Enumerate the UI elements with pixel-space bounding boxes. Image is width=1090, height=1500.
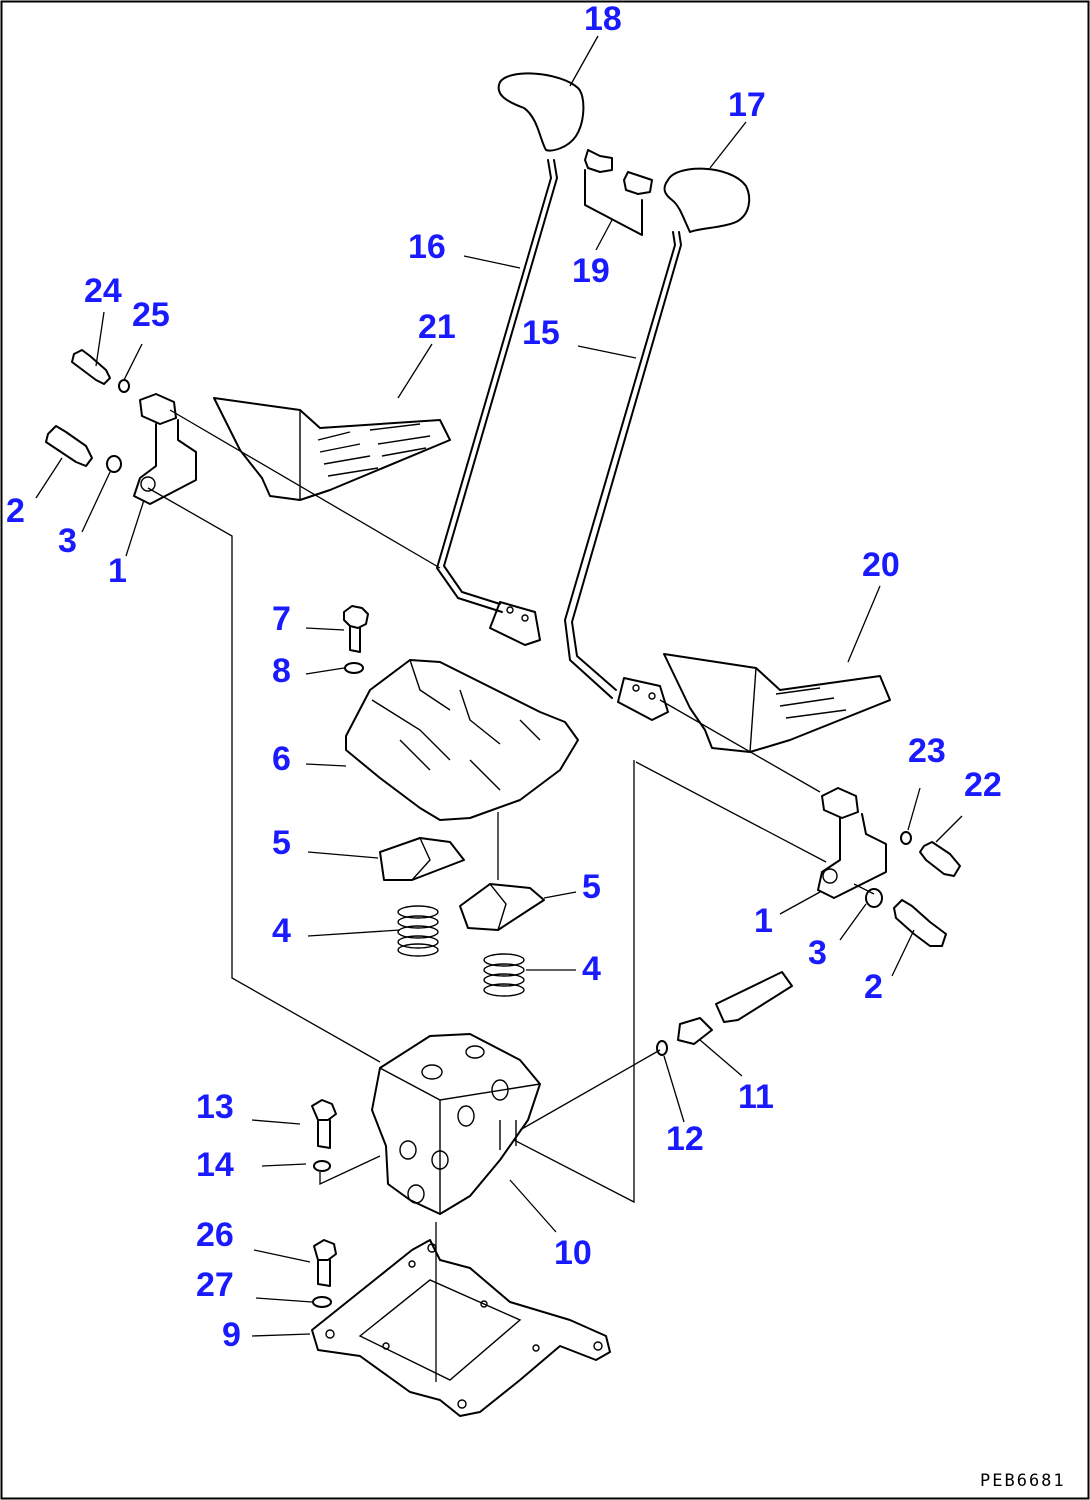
label-4-left: 4 [272,912,291,950]
washer-25 [118,379,130,393]
label-8: 8 [272,652,291,690]
label-12: 12 [666,1120,704,1158]
washer-3-right [865,888,883,908]
washer-8 [344,662,364,674]
label-4-right: 4 [582,950,601,988]
label-2-left: 2 [6,492,25,530]
bolt-2-right [893,899,947,947]
plate-9 [311,1239,611,1417]
lever-rod-15 [564,231,682,699]
shaft-11 [677,971,793,1045]
label-24: 24 [84,272,122,310]
label-20: 20 [862,546,900,584]
bolt-13 [311,1099,337,1149]
bracket-1-right [817,787,887,899]
retainer-5-left [379,837,465,881]
label-15: 15 [522,314,560,352]
bolt-7 [343,605,369,653]
label-2-right: 2 [864,968,883,1006]
lever-knob-17 [663,167,751,233]
label-3-right: 3 [808,934,827,972]
label-11: 11 [738,1078,774,1116]
label-13: 13 [196,1088,234,1126]
lever-knob-18 [497,72,585,152]
label-25: 25 [132,296,170,334]
o-ring-12 [656,1040,668,1056]
label-3-left: 3 [58,522,77,560]
assembly-lines [147,409,875,1382]
lever-bracket-15 [617,677,669,721]
label-17: 17 [728,86,766,124]
washer-3-left [106,455,122,473]
pedal-21 [213,397,451,501]
spring-4-right [483,953,525,997]
label-18: 18 [584,0,622,38]
spring-4-left [397,905,439,957]
label-5-right: 5 [582,868,601,906]
label-7: 7 [272,600,291,638]
label-21: 21 [418,308,456,346]
label-26: 26 [196,1216,234,1254]
bolt-set-19 [584,149,653,236]
label-1-left: 1 [108,552,127,590]
lever-rod-16 [436,159,558,613]
callout-labels: 18 17 16 19 24 25 21 15 2 3 1 20 7 8 23 … [6,0,1002,1354]
pedal-20 [663,653,891,753]
label-23: 23 [908,732,946,770]
drawing-code: PEB6681 [980,1471,1066,1491]
label-1-right: 1 [754,902,773,940]
bolt-26 [313,1239,337,1287]
lever-bracket-16 [489,601,541,646]
callout-leaders [35,35,963,1337]
label-6: 6 [272,740,291,778]
valve-10 [371,1033,541,1215]
label-27: 27 [196,1266,234,1304]
label-14: 14 [196,1146,234,1184]
label-9: 9 [222,1316,241,1354]
bolt-22 [919,841,961,877]
label-5-left: 5 [272,824,291,862]
cover-6 [345,659,579,821]
label-19: 19 [572,252,610,290]
bolt-2-left [45,425,93,467]
bracket-1-left [133,393,197,505]
washer-14 [313,1160,331,1172]
bolt-24 [71,349,111,385]
label-10: 10 [554,1234,592,1272]
retainer-5-right [459,883,545,931]
washer-23 [900,831,912,845]
washer-27 [312,1296,332,1308]
label-16: 16 [408,228,446,266]
label-22: 22 [964,766,1002,804]
